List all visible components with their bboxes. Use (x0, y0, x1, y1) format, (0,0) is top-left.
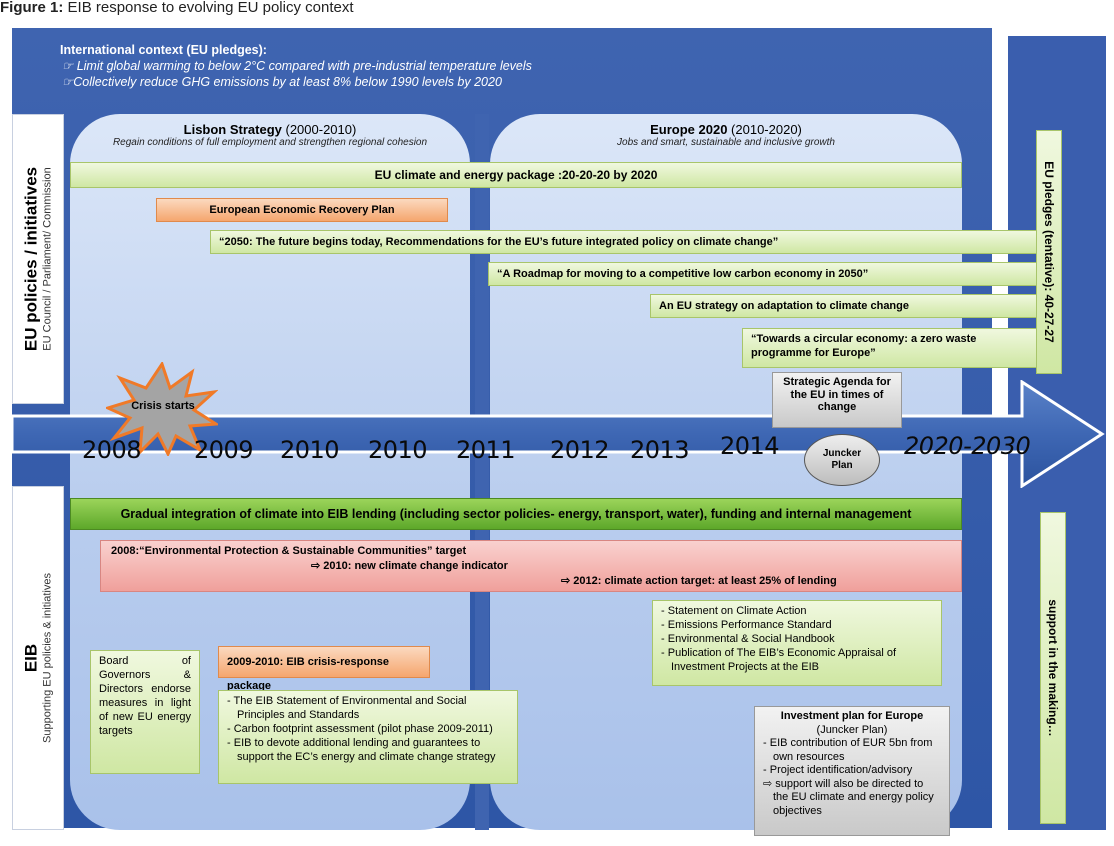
europe-years: (2010-2020) (727, 122, 802, 137)
climate-action-item: - Statement on Climate Action (661, 605, 807, 617)
climate-targets-box: 2008:“Environmental Protection & Sustain… (100, 540, 962, 592)
lisbon-header: Lisbon Strategy (2000-2010) Regain condi… (70, 122, 470, 149)
support-making-label: support in the making… (1046, 599, 1060, 737)
statement-item: - Carbon footprint assessment (pilot pha… (227, 723, 493, 735)
investment-plan-title: Investment plan for Europe (780, 710, 924, 722)
roadmap-2050-box: “A Roadmap for moving to a competitive l… (488, 262, 1042, 286)
juncker-plan-ellipse: Juncker Plan (804, 434, 880, 486)
figure-title: Figure 1: EIB response to evolving EU po… (0, 0, 700, 18)
year-2009: 2009 (194, 436, 254, 464)
pointing-hand-icon: ☞ (62, 75, 74, 89)
year-2012: 2012 (550, 436, 610, 464)
economic-recovery-plan: European Economic Recovery Plan (156, 198, 448, 222)
figure-label: Figure 1: (0, 0, 64, 16)
era-divider (475, 114, 489, 830)
board-governors-box: Board of Governors & Directors endorse m… (90, 650, 200, 774)
year-2011: 2011 (456, 436, 516, 464)
period-2020-2030: 2020-2030 (904, 432, 1031, 460)
lisbon-subtitle: Regain conditions of full employment and… (112, 137, 428, 148)
eib-label: EIB (21, 643, 41, 673)
figure-title-text: EIB response to evolving EU policy conte… (67, 0, 354, 16)
investment-item: - Project identification/advisory (763, 764, 913, 776)
eu-policies-label: EU policies / initiatives (21, 166, 41, 352)
target-2012: ⇨ 2012: climate action target: at least … (561, 575, 837, 587)
international-context: International context (EU pledges): ☞ Li… (60, 42, 760, 90)
crisis-starts-label: Crisis starts (131, 400, 195, 412)
pointing-hand-icon: ☞ (62, 59, 74, 73)
investment-plan-subtitle: (Juncker Plan) (816, 723, 888, 736)
pledge-item-2: ☞Collectively reduce GHG emissions by at… (62, 75, 502, 89)
eu-pledges-box: EU pledges (tentative): 40-27-27 (1036, 130, 1062, 374)
year-2013: 2013 (630, 436, 690, 464)
europe-name: Europe 2020 (650, 122, 728, 137)
year-2010-b: 2010 (368, 436, 428, 464)
europe-subtitle: Jobs and smart, sustainable and inclusiv… (617, 137, 835, 148)
eu-pledges-label: EU pledges (tentative): 40-27-27 (1042, 161, 1056, 343)
climate-action-item: - Emissions Performance Standard (661, 619, 832, 631)
eib-label-box: EIB Supporting EU policies & initiatives (12, 486, 64, 830)
lisbon-years: (2000-2010) (281, 122, 357, 137)
statement-item: - The EIB Statement of Environmental and… (227, 695, 467, 721)
investment-item: ⇨ support will also be directed to the E… (763, 777, 934, 817)
eib-statements-box: - The EIB Statement of Environmental and… (218, 690, 518, 784)
investment-item: - EIB contribution of EUR 5bn from own r… (763, 737, 933, 763)
europe-header: Europe 2020 (2010-2020) Jobs and smart, … (490, 122, 962, 149)
statement-item: - EIB to devote additional lending and g… (227, 737, 496, 763)
pledge-item-1: ☞ Limit global warming to below 2°C comp… (62, 59, 532, 73)
strategic-agenda-box: Strategic Agenda for the EU in times of … (772, 372, 902, 428)
year-2010-a: 2010 (280, 436, 340, 464)
adaptation-strategy-box: An EU strategy on adaptation to climate … (650, 294, 1042, 318)
climate-energy-package: EU climate and energy package :20-20-20 … (70, 162, 962, 188)
crisis-star-icon (106, 362, 218, 456)
target-2008: 2008:“Environmental Protection & Sustain… (111, 545, 467, 557)
climate-action-item: - Environmental & Social Handbook (661, 633, 835, 645)
year-2014: 2014 (720, 432, 780, 460)
support-making-box: support in the making… (1040, 512, 1066, 824)
circular-economy-box: “Towards a circular economy: a zero wast… (742, 328, 1042, 368)
eu-institutions-label: EU Council / Parliament/ Commission (41, 167, 54, 351)
future-2050-box: “2050: The future begins today, Recommen… (210, 230, 1042, 254)
gradual-integration-box: Gradual integration of climate into EIB … (70, 498, 962, 530)
year-2008: 2008 (82, 436, 142, 464)
eu-policies-label-box: EU policies / initiatives EU Council / P… (12, 114, 64, 404)
investment-plan-box: Investment plan for Europe (Juncker Plan… (754, 706, 950, 836)
eib-supporting-label: Supporting EU policies & initiatives (41, 573, 54, 743)
target-2010: ⇨ 2010: new climate change indicator (311, 560, 508, 572)
international-heading: International context (EU pledges): (60, 43, 267, 57)
climate-action-item: - Publication of The EIB’s Economic Appr… (661, 647, 897, 673)
timeline-arrow (12, 380, 1105, 488)
lisbon-name: Lisbon Strategy (183, 122, 282, 137)
climate-action-box: - Statement on Climate Action - Emission… (652, 600, 942, 686)
crisis-response-box: 2009-2010: EIB crisis-response package (218, 646, 430, 692)
